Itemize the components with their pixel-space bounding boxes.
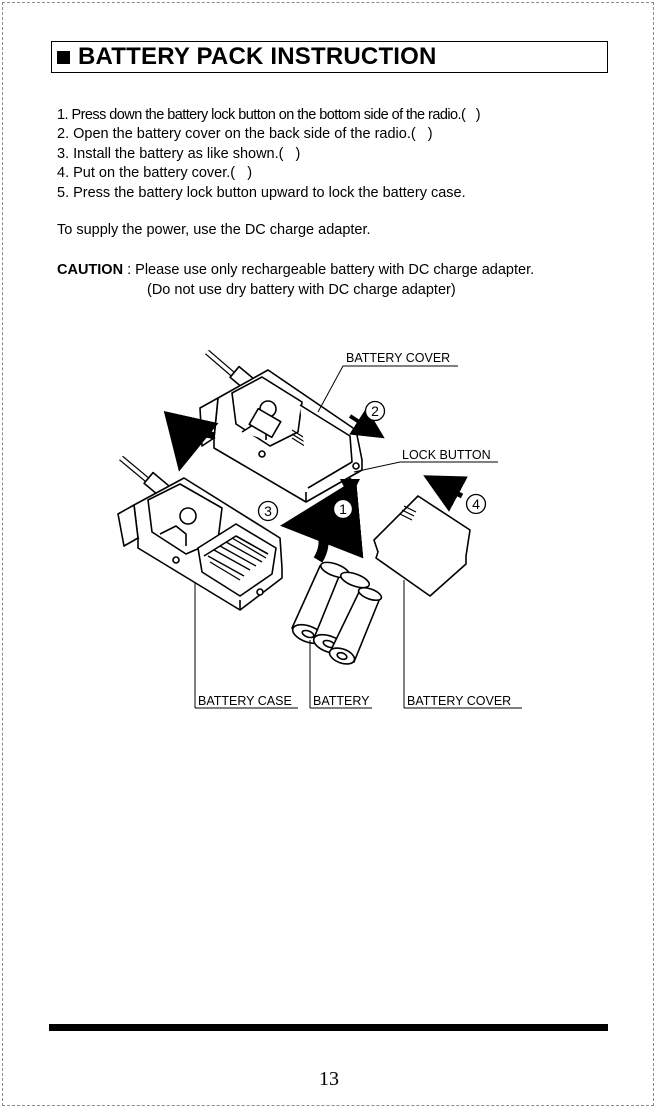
step-5: 5. Press the battery lock button upward … — [57, 184, 466, 201]
caution-note: (Do not use dry battery with DC charge a… — [147, 281, 456, 298]
radio-closed-drawing — [199, 349, 363, 503]
battery-cover-top-label: BATTERY COVER — [346, 351, 450, 365]
step-number-3-badge: 3 — [257, 500, 279, 522]
step-number-4-badge: 4 — [465, 493, 487, 515]
page-number: 13 — [319, 1068, 339, 1090]
supply-note: To supply the power, use the DC charge a… — [57, 222, 371, 238]
step-1: 1. Press down the battery lock button on… — [57, 107, 481, 123]
lock-button-label: LOCK BUTTON — [402, 448, 491, 462]
section-title-box: BATTERY PACK INSTRUCTION — [51, 41, 608, 73]
footer-rule — [49, 1024, 608, 1031]
step-3: 3. Install the battery as like shown.( ) — [57, 145, 301, 162]
svg-text:3: 3 — [264, 503, 272, 519]
svg-text:1: 1 — [339, 501, 347, 517]
attach-cover-arrow-icon — [423, 475, 468, 512]
battery-cover-bottom-label: BATTERY COVER — [407, 694, 511, 708]
lock-button-leader — [353, 461, 498, 473]
battery-cover-piece-drawing — [373, 495, 471, 597]
caution-label: CAUTION — [57, 262, 124, 278]
battery-cover-top-leader — [317, 365, 458, 413]
slide-cover-arrow-icon — [348, 407, 385, 439]
radio-open-drawing — [117, 455, 283, 611]
svg-text:2: 2 — [371, 403, 379, 419]
bullet-square-icon — [57, 50, 70, 64]
step-2: 2. Open the battery cover on the back si… — [57, 126, 433, 143]
move-arrow-icon — [163, 410, 219, 472]
battery-label: BATTERY — [313, 694, 370, 708]
step-number-1-badge: 1 — [332, 498, 354, 520]
step-4: 4. Put on the battery cover.( ) — [57, 165, 253, 182]
caution-block: CAUTION : Please use only rechargeable b… — [57, 261, 534, 300]
instruction-steps: 1. Press down the battery lock button on… — [57, 106, 481, 203]
battery-case-label: BATTERY CASE — [198, 694, 292, 708]
section-title: BATTERY PACK INSTRUCTION — [78, 43, 437, 70]
install-battery-arrow-icon — [280, 478, 364, 563]
battery-cells-drawing — [290, 561, 383, 665]
svg-text:4: 4 — [472, 496, 480, 512]
caution-text: : Please use only rechargeable battery w… — [123, 262, 535, 278]
step-number-2-badge: 2 — [364, 400, 386, 422]
